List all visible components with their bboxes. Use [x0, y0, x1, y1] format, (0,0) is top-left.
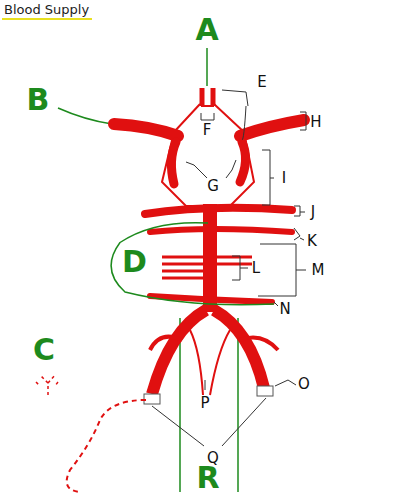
callout-letter: B	[27, 85, 50, 115]
pontine-branch	[216, 263, 252, 266]
dashed-branch	[36, 374, 58, 395]
pontine-branch	[162, 277, 204, 280]
internal-carotid	[171, 142, 176, 184]
anterior-cerebral	[211, 88, 216, 106]
leader-line	[58, 108, 112, 124]
vessel-end	[257, 386, 273, 396]
region-letter: D	[122, 247, 147, 277]
part-letter: F	[203, 123, 212, 138]
circle-of-willis	[162, 104, 254, 206]
bracket	[294, 206, 305, 216]
part-letter: M	[312, 263, 325, 278]
basilar-artery	[203, 204, 217, 312]
part-letter: N	[279, 302, 290, 317]
diagram-title: Blood Supply	[4, 2, 89, 17]
middle-cerebral	[240, 120, 304, 136]
bracket	[300, 112, 306, 130]
anterior-communicating	[201, 105, 214, 107]
part-letter: J	[311, 205, 315, 220]
pontine-branch	[162, 270, 204, 273]
spinal-artery	[210, 330, 230, 395]
posterior-inferior-cerebellar	[240, 338, 278, 350]
pontine-branch	[162, 263, 204, 266]
spinal-line	[237, 318, 239, 492]
superior-cerebellar	[150, 229, 292, 232]
spinal-artery	[190, 330, 203, 395]
bracket	[201, 113, 214, 120]
anterior-inferior-cerebellar	[150, 296, 272, 302]
region-outline: D	[100, 220, 278, 310]
part-letter: G	[207, 179, 219, 194]
part-letter: O	[298, 377, 310, 392]
vessel-end	[144, 394, 160, 404]
title-underline	[2, 18, 92, 20]
dashed-vessel	[67, 400, 146, 492]
part-letter: E	[257, 75, 266, 90]
callout-letter: R	[196, 463, 219, 493]
anterior-cerebral	[200, 88, 205, 106]
bracket	[274, 302, 278, 306]
pontine-branch	[162, 256, 204, 259]
part-letter: L	[252, 261, 260, 276]
vertebral-artery	[152, 310, 206, 394]
bracket	[186, 160, 236, 178]
callout-letter: A	[195, 15, 218, 45]
middle-cerebral	[114, 124, 178, 136]
bracket	[232, 256, 248, 280]
bracket	[294, 228, 304, 240]
bracket	[275, 380, 296, 386]
callout-letter: C	[33, 335, 55, 365]
bracket	[258, 244, 306, 296]
part-letter: H	[310, 115, 321, 130]
internal-carotid	[240, 142, 246, 182]
bracket	[205, 380, 206, 390]
bracket	[262, 150, 274, 205]
posterior-inferior-cerebellar	[150, 337, 182, 350]
part-letter: I	[282, 171, 286, 186]
part-letter: P	[200, 396, 209, 411]
part-letter: K	[307, 234, 317, 249]
leader-line	[206, 48, 208, 86]
bracket	[222, 90, 248, 140]
posterior-cerebral	[145, 208, 292, 214]
